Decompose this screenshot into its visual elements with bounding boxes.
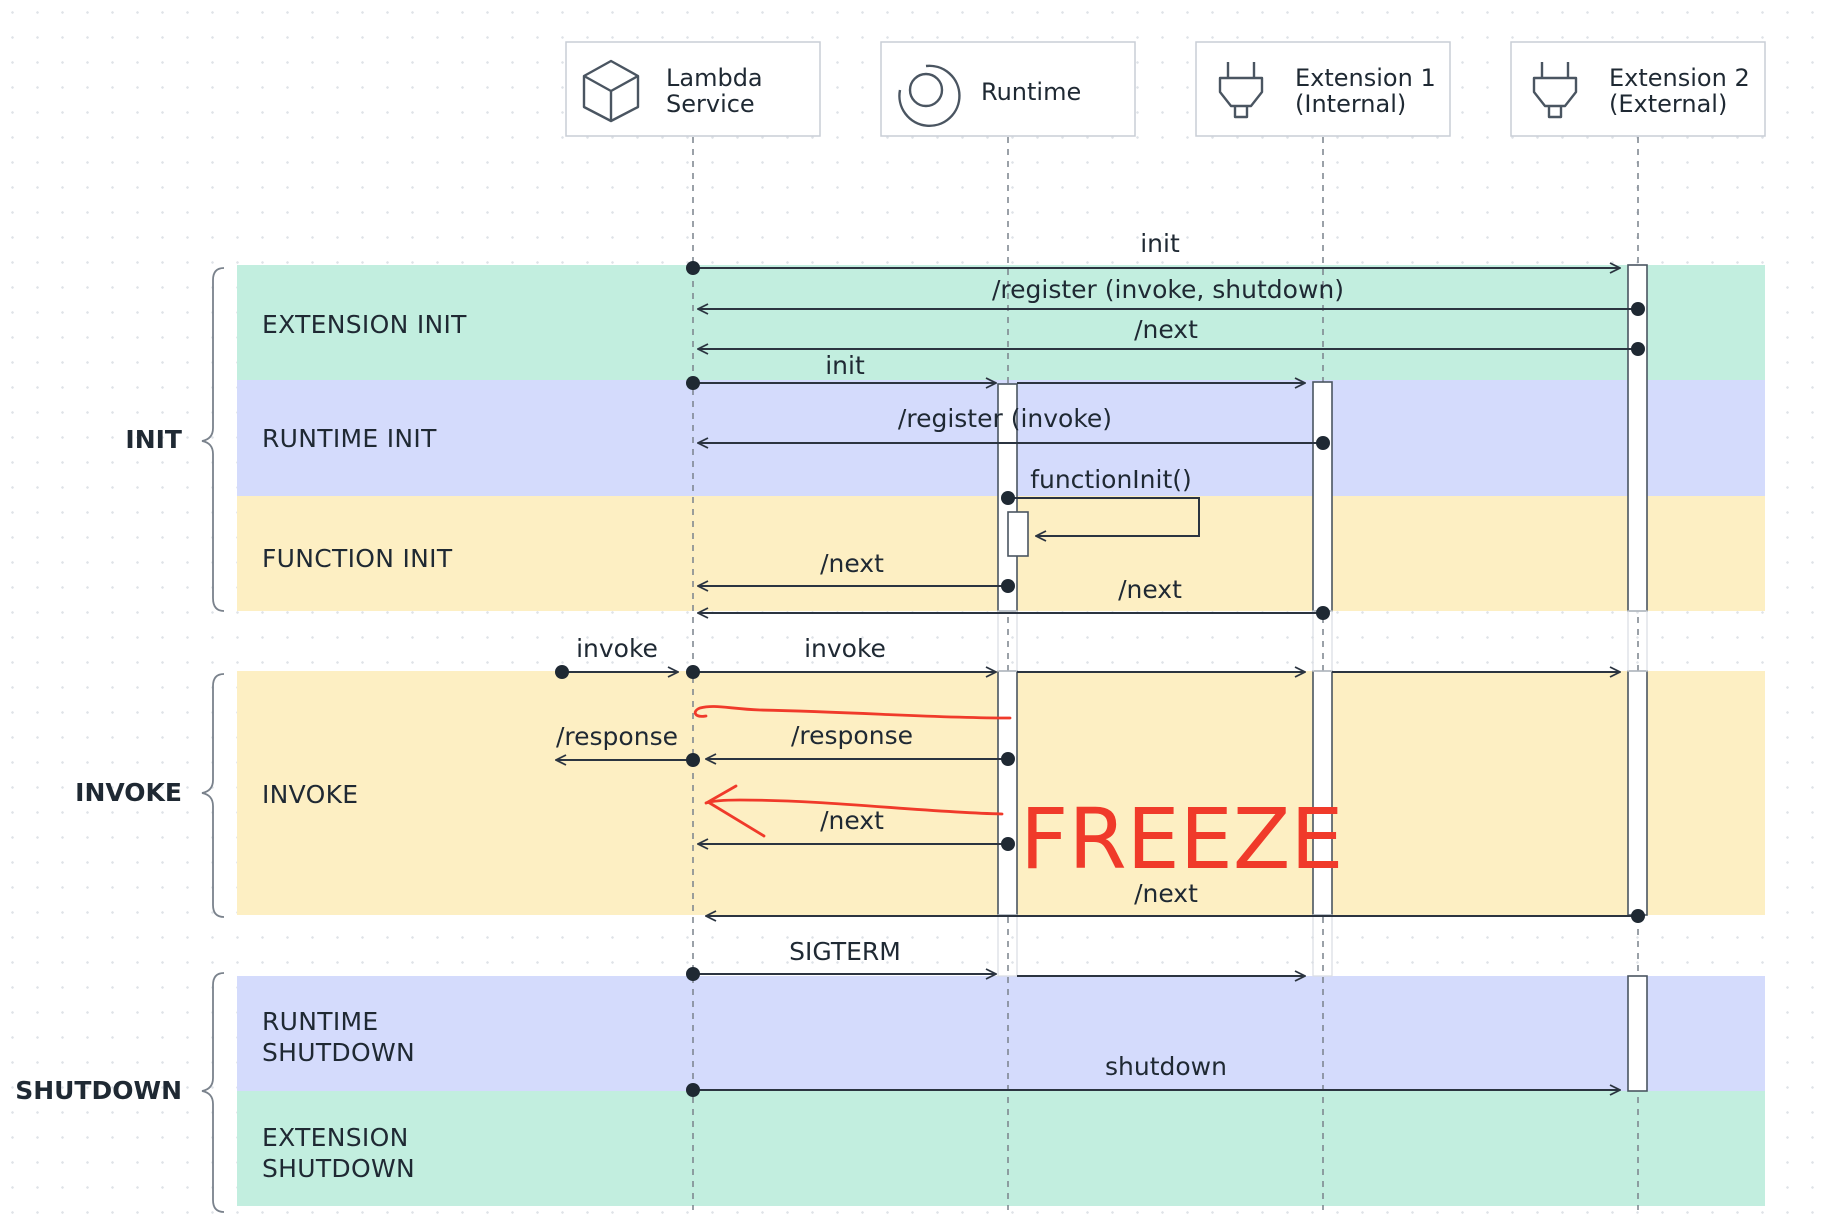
label-register-runtime: /register (invoke) [898, 404, 1112, 433]
participant-sub: Service [666, 90, 755, 118]
red-arrowhead [705, 784, 766, 838]
participant-sub: (External) [1609, 90, 1727, 118]
band-extension-shutdown [237, 1091, 1765, 1206]
label-sigterm: SIGTERM [789, 937, 901, 966]
message-dots [555, 261, 1645, 1097]
activation-ext2-shutdown [1627, 975, 1648, 1092]
label-register-ext: /register (invoke, shutdown) [992, 275, 1344, 304]
phase-extension-shutdown-line2: SHUTDOWN [262, 1154, 415, 1183]
label-init-runtime: init [825, 351, 865, 380]
phase-extension-shutdown-line1: EXTENSION [262, 1123, 409, 1152]
activation-function-init [1007, 511, 1029, 557]
activation-ext2-invoke [1627, 670, 1648, 916]
participant-runtime: Runtime [880, 41, 1136, 137]
participant-name: Runtime [981, 78, 1081, 106]
label-response-runtime: /response [791, 721, 913, 750]
activation-runtime-invoke [997, 670, 1018, 916]
participant-lambda-service: Lambda Service [565, 41, 821, 137]
cube-icon [582, 59, 640, 123]
group-init: INIT [125, 425, 182, 454]
label-next-ext1-init: /next [1118, 575, 1182, 604]
red-annotations [693, 705, 1012, 838]
label-invoke-in: invoke [576, 634, 658, 663]
label-response-out: /response [556, 722, 678, 751]
band-runtime-shutdown [237, 976, 1765, 1091]
group-invoke: INVOKE [75, 778, 182, 807]
freeze-annotation: FREEZE [1020, 790, 1343, 888]
plug-icon [1218, 62, 1264, 119]
label-next-ext-invoke: /next [1134, 879, 1198, 908]
phase-runtime-init: RUNTIME INIT [262, 424, 437, 453]
label-invoke-runtime: invoke [804, 634, 886, 663]
red-arrow-next [704, 798, 1004, 816]
message-arrows [556, 268, 1638, 1090]
label-next-runtime-invoke: /next [820, 806, 884, 835]
phase-runtime-shutdown-line1: RUNTIME [262, 1007, 378, 1036]
label-function-init: functionInit() [1030, 465, 1192, 494]
label-next-runtime-init: /next [820, 549, 884, 578]
group-braces [201, 267, 225, 1213]
label-shutdown: shutdown [1105, 1052, 1227, 1081]
participant-name: Extension 1 [1295, 64, 1436, 92]
activation-ext2-init [1627, 264, 1648, 612]
group-shutdown: SHUTDOWN [15, 1076, 182, 1105]
red-scribble-response [693, 705, 1012, 720]
band-extension-init [237, 265, 1765, 380]
phase-extension-init: EXTENSION INIT [262, 310, 467, 339]
brace-invoke [201, 673, 225, 918]
phase-function-init: FUNCTION INIT [262, 544, 453, 573]
brace-shutdown [201, 972, 225, 1213]
circle-runtime-icon [898, 64, 961, 127]
arrow-function-init [1008, 497, 1200, 536]
brace-init [201, 267, 225, 612]
participant-sub: (Internal) [1295, 90, 1406, 118]
activation-ext1-init [1312, 381, 1333, 612]
label-init-ext: init [1140, 229, 1180, 258]
participant-name: Extension 2 [1609, 64, 1750, 92]
label-next-ext2: /next [1134, 315, 1198, 344]
participant-extension-1: Extension 1 (Internal) [1195, 41, 1451, 137]
phase-runtime-shutdown-line2: SHUTDOWN [262, 1038, 415, 1067]
phase-invoke: INVOKE [262, 780, 358, 809]
participant-name: Lambda [666, 64, 763, 92]
participant-extension-2: Extension 2 (External) [1510, 41, 1766, 137]
plug-icon [1532, 62, 1578, 119]
